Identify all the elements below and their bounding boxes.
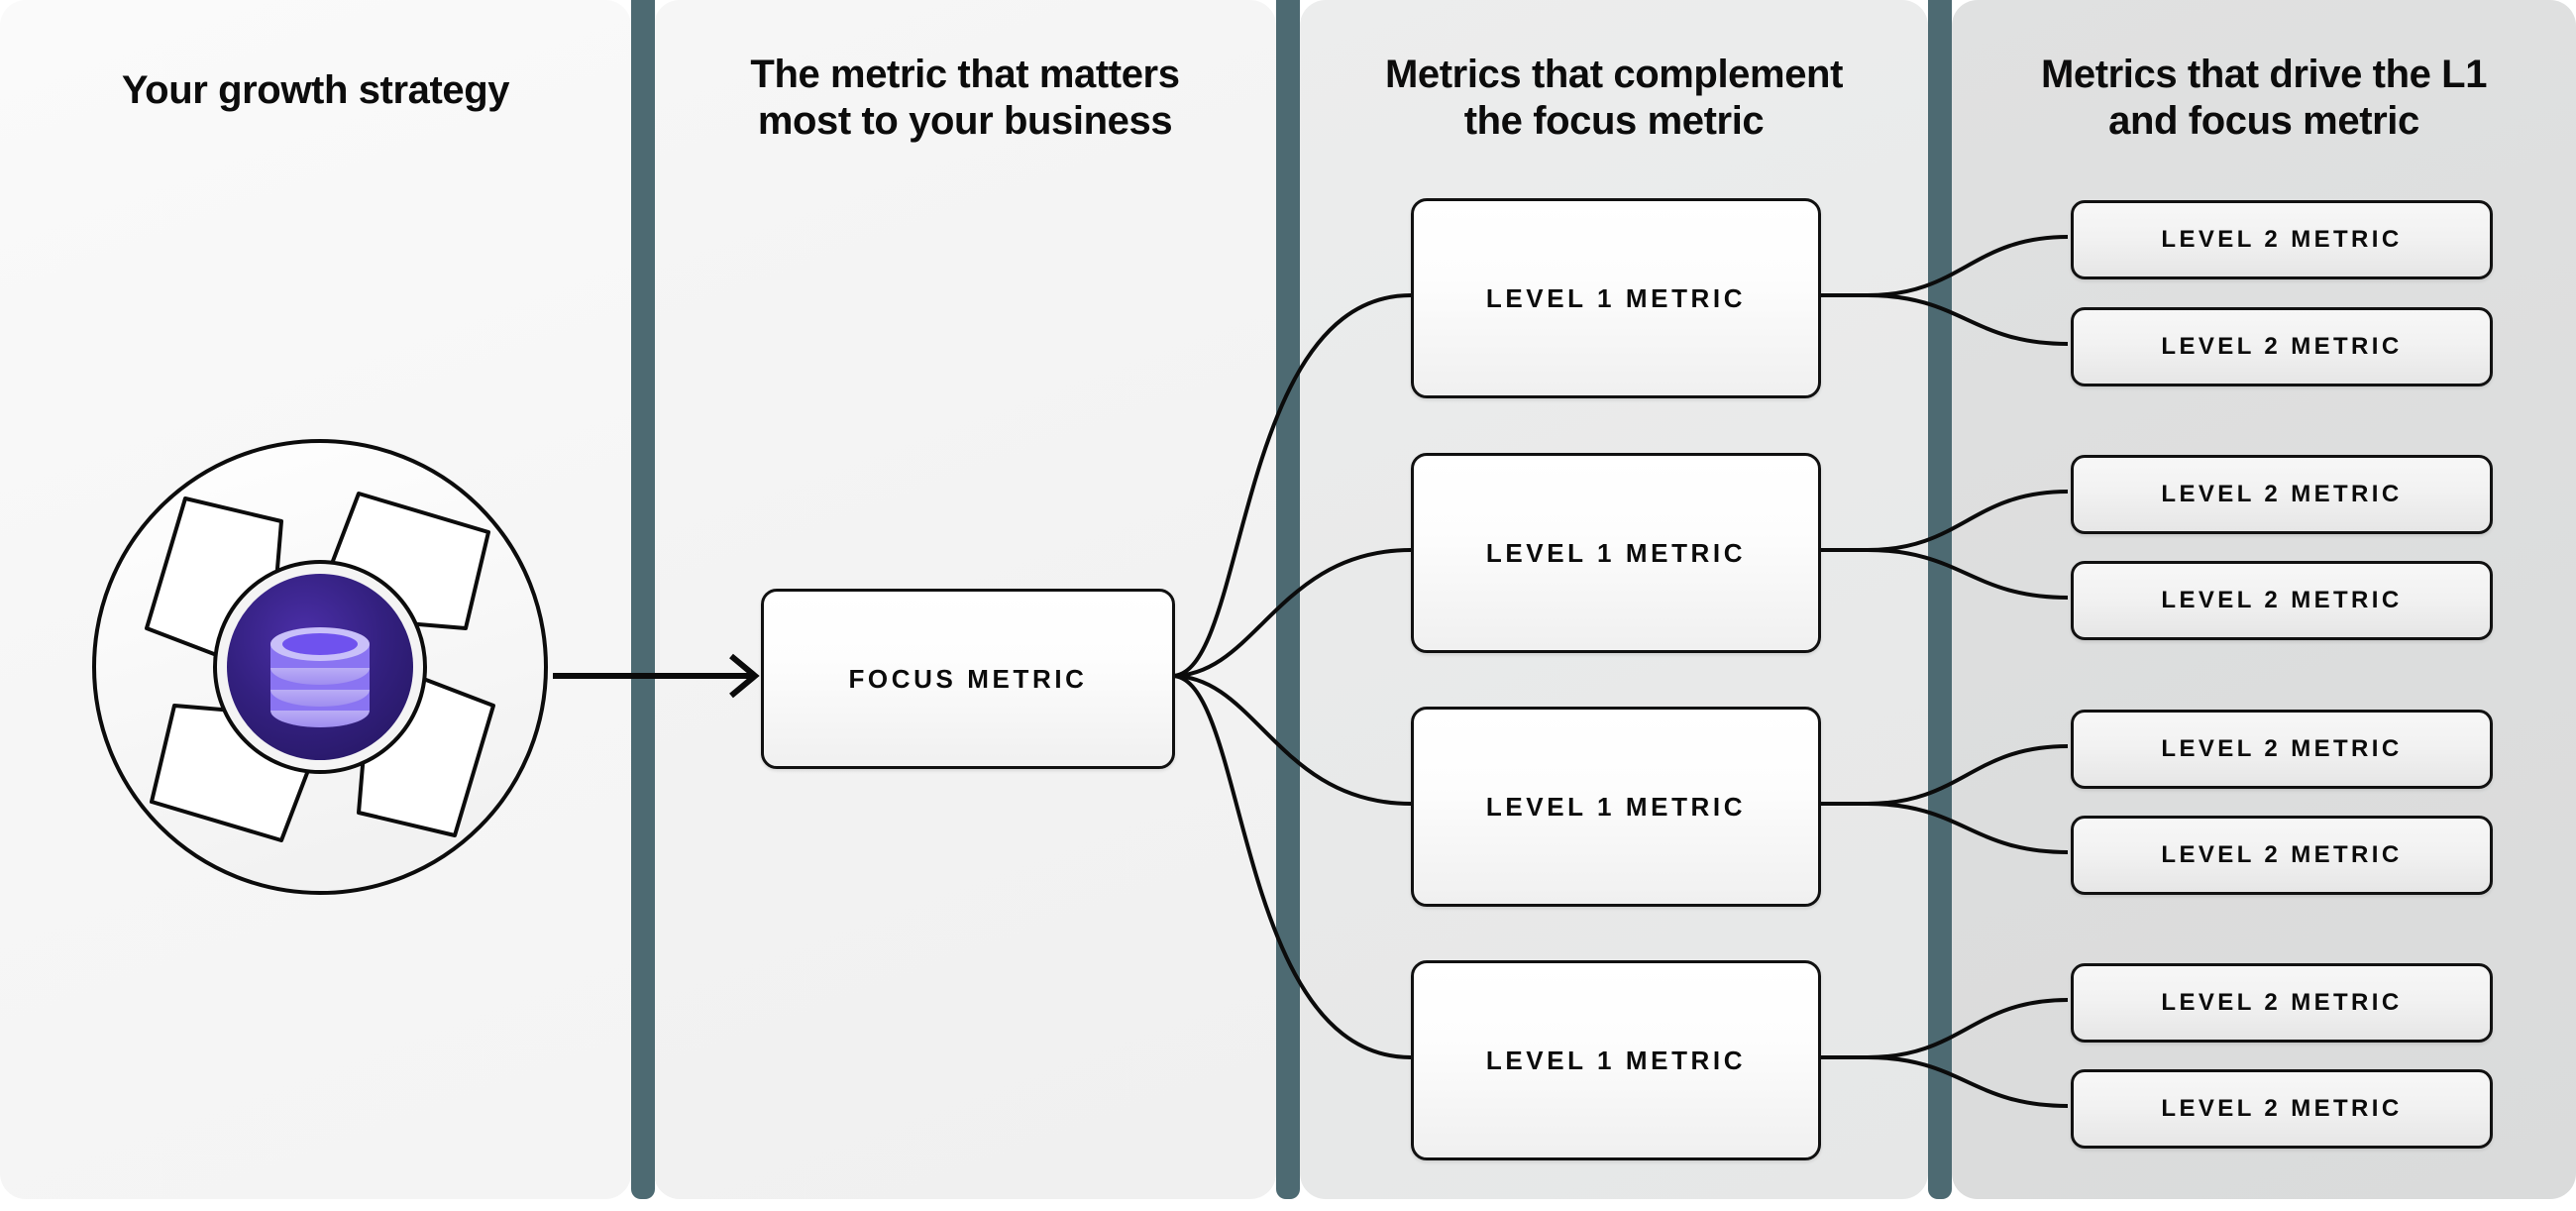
level-1-metric-node-1[interactable]: LEVEL 1 METRIC	[1411, 198, 1821, 398]
level-1-metric-label: LEVEL 1 METRIC	[1485, 282, 1747, 313]
level-2-metric-label: LEVEL 2 METRIC	[2161, 735, 2403, 762]
level-2-metric-label: LEVEL 2 METRIC	[2161, 333, 2403, 360]
column-title-focus-metric: The metric that matters most to your bus…	[654, 52, 1276, 145]
level-1-metric-label: LEVEL 1 METRIC	[1485, 791, 1747, 822]
focus-metric-label: FOCUS METRIC	[848, 663, 1088, 694]
column-divider-3	[1928, 0, 1952, 1199]
level-2-metric-label: LEVEL 2 METRIC	[2161, 226, 2403, 253]
level-2-metric-node-4[interactable]: LEVEL 2 METRIC	[2071, 561, 2493, 640]
level-2-metric-node-5[interactable]: LEVEL 2 METRIC	[2071, 710, 2493, 789]
column-divider-2	[1276, 0, 1300, 1199]
level-1-metric-node-3[interactable]: LEVEL 1 METRIC	[1411, 707, 1821, 907]
column-title-line-1: Metrics that drive the L1	[2040, 53, 2488, 96]
column-title-line-2: the focus metric	[1463, 99, 1765, 144]
level-2-metric-node-3[interactable]: LEVEL 2 METRIC	[2071, 455, 2493, 534]
level-1-metric-node-4[interactable]: LEVEL 1 METRIC	[1411, 960, 1821, 1160]
arrow-right-icon	[553, 653, 760, 699]
level-2-metric-label: LEVEL 2 METRIC	[2161, 1095, 2403, 1122]
column-divider-1	[631, 0, 655, 1199]
column-title-line-2: most to your business	[757, 99, 1173, 144]
level-2-metric-node-6[interactable]: LEVEL 2 METRIC	[2071, 816, 2493, 895]
column-title-complementary-metrics: Metrics that complement the focus metric	[1300, 52, 1928, 145]
column-title-growth-strategy: Your growth strategy	[121, 68, 510, 112]
level-1-metric-label: LEVEL 1 METRIC	[1485, 537, 1747, 568]
focus-metric-node[interactable]: FOCUS METRIC	[761, 589, 1175, 769]
level-2-metric-node-2[interactable]: LEVEL 2 METRIC	[2071, 307, 2493, 386]
column-title-line-2: and focus metric	[2108, 99, 2419, 144]
level-2-metric-node-8[interactable]: LEVEL 2 METRIC	[2071, 1069, 2493, 1149]
level-2-metric-label: LEVEL 2 METRIC	[2161, 587, 2403, 613]
database-pinwheel-icon	[92, 439, 548, 895]
level-2-metric-node-1[interactable]: LEVEL 2 METRIC	[2071, 200, 2493, 279]
level-2-metric-node-7[interactable]: LEVEL 2 METRIC	[2071, 963, 2493, 1043]
level-1-metric-node-2[interactable]: LEVEL 1 METRIC	[1411, 453, 1821, 653]
level-2-metric-label: LEVEL 2 METRIC	[2161, 481, 2403, 507]
column-title-line-1: Metrics that complement	[1384, 53, 1843, 96]
level-2-metric-label: LEVEL 2 METRIC	[2161, 841, 2403, 868]
column-title-driver-metrics: Metrics that drive the L1 and focus metr…	[1952, 52, 2576, 145]
column-title-line-1: The metric that matters	[750, 53, 1180, 96]
level-2-metric-label: LEVEL 2 METRIC	[2161, 989, 2403, 1016]
level-1-metric-label: LEVEL 1 METRIC	[1485, 1045, 1747, 1075]
